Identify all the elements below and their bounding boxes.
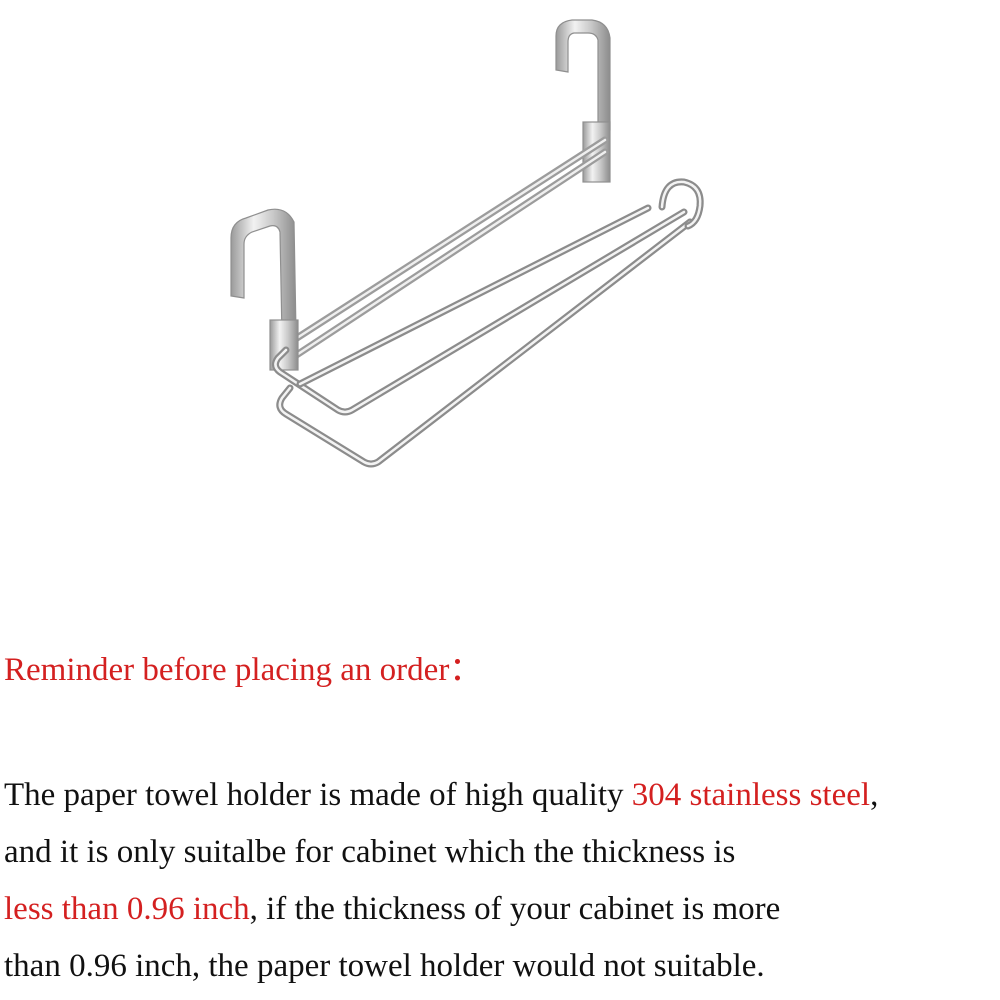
roll-bar [271,178,704,468]
thickness-highlight: less than 0.96 inch [4,891,250,927]
reminder-heading: Reminder before placing an order： [4,652,483,688]
left-hook [230,208,299,371]
notice-line-2: and it is only suitalbe for cabinet whic… [4,834,736,870]
notice-line-4: than 0.96 inch, the paper towel holder w… [4,948,765,984]
notice-line-1: The paper towel holder is made of high q… [4,767,998,824]
notice-line-3: less than 0.96 inch, if the thickness of… [4,881,998,938]
right-hook [555,19,611,183]
back-rail [282,136,609,362]
product-notice: The paper towel holder is made of high q… [4,767,998,995]
notice-line-1-suffix: , [870,777,879,813]
notice-line-1-prefix: The paper towel holder is made of high q… [4,777,632,813]
material-highlight: 304 stainless steel [631,777,871,813]
notice-line-3-suffix: , if the thickness of your cabinet is mo… [249,891,781,927]
paper-towel-holder-icon [230,19,704,468]
